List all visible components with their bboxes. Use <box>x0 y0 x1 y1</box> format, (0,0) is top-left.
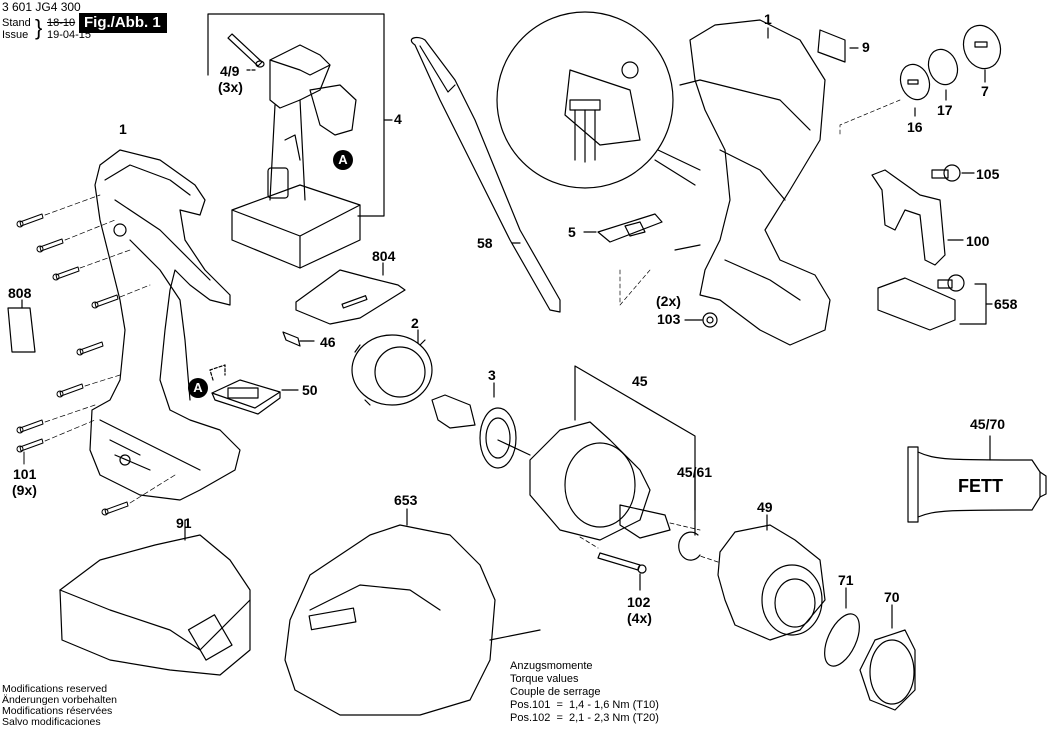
label-808 <box>7 299 36 353</box>
part-label-102-qty: (4x) <box>627 610 652 626</box>
front-housing-49 <box>699 514 826 641</box>
part-50 <box>209 364 299 415</box>
torque-pos102: Pos.102 = 2,1 - 2,3 Nm (T20) <box>510 712 659 724</box>
part-label-9: 9 <box>862 39 870 55</box>
part-label-102: 102 <box>627 594 651 610</box>
part-label-101: 101 <box>13 466 37 482</box>
disclaimer-fr: Modifications réservées <box>2 705 113 717</box>
part-label-5: 5 <box>568 224 576 240</box>
charger-653 <box>284 508 541 716</box>
part-label-17: 17 <box>937 102 953 118</box>
disclaimer-en: Modifications reserved <box>2 683 108 695</box>
grease-tube <box>907 435 1047 523</box>
nut-103 <box>619 269 718 328</box>
label-9 <box>817 29 859 63</box>
old-date-struck: 18-10 <box>47 17 76 29</box>
part-label-7: 7 <box>981 83 989 99</box>
torque-title-fr: Couple de serrage <box>510 686 601 698</box>
part-4-9-pins <box>227 33 265 71</box>
housing-right <box>674 19 831 346</box>
brace: } <box>35 15 43 40</box>
part-label-804: 804 <box>372 248 396 264</box>
part-label-45-70: 45/70 <box>970 416 1006 432</box>
battery-91 <box>59 519 251 676</box>
ring-45-61 <box>678 469 701 561</box>
part-label-46: 46 <box>320 334 336 350</box>
part-label-100: 100 <box>966 233 990 249</box>
part-label-101-qty: (9x) <box>12 482 37 498</box>
stator-2 <box>351 329 433 406</box>
callout-a-module: A <box>333 150 353 170</box>
part-label-103: 103 <box>657 311 681 327</box>
callout-a-part50: A <box>188 378 208 398</box>
part-label-3: 3 <box>488 367 496 383</box>
part-label-91: 91 <box>176 515 192 531</box>
grease-tube-label: FETT <box>958 476 1003 496</box>
figure-label: Fig./Abb. 1 <box>79 13 167 33</box>
part-label-58: 58 <box>477 235 493 251</box>
disclaimer-de: Änderungen vorbehalten <box>2 694 118 706</box>
part-label-45: 45 <box>632 373 648 389</box>
part-label-1-left: 1 <box>119 121 127 137</box>
housing-left <box>89 149 241 501</box>
part-label-1-right: 1 <box>764 11 772 27</box>
torque-title-en: Torque values <box>510 673 579 685</box>
part-label-4-9-qty: (3x) <box>218 79 243 95</box>
spring-46 <box>282 331 315 347</box>
disclaimer-es: Salvo modificaciones <box>2 716 101 728</box>
part-label-71: 71 <box>838 572 854 588</box>
issue-label: Issue <box>2 29 29 41</box>
part-label-50: 50 <box>302 382 318 398</box>
part-label-2: 2 <box>411 315 419 331</box>
part-label-45-61: 45/61 <box>677 464 713 480</box>
part-label-105: 105 <box>976 166 1000 182</box>
part-label-808: 808 <box>8 285 32 301</box>
part-label-16: 16 <box>907 119 923 135</box>
gear-housing-45 <box>529 365 701 541</box>
switch-module <box>231 44 361 269</box>
screw-102 <box>579 536 647 591</box>
part-label-103-qty: (2x) <box>656 293 681 309</box>
torque-pos101: Pos.101 = 1,4 - 1,6 Nm (T10) <box>510 699 659 711</box>
stand-label: Stand <box>2 17 31 29</box>
parts-16-17-7 <box>839 24 1002 136</box>
rotor-3 <box>431 382 531 469</box>
part-label-49: 49 <box>757 499 773 515</box>
part-label-653: 653 <box>394 492 418 508</box>
plate-804 <box>295 262 406 325</box>
part-5 <box>583 213 663 243</box>
part-label-4: 4 <box>394 111 402 127</box>
detail-magnifier <box>496 11 701 189</box>
bracket-4 <box>207 13 393 217</box>
parts-105-100-658 <box>871 164 993 331</box>
part-number: 3 601 JG4 300 <box>2 0 81 14</box>
screws-101 <box>16 194 176 516</box>
nose-cap-70 <box>859 604 916 711</box>
part-label-4-9: 4/9 <box>220 63 240 79</box>
torque-title-de: Anzugsmomente <box>510 660 593 672</box>
part-label-658: 658 <box>994 296 1018 312</box>
strap-58 <box>410 36 561 313</box>
part-label-70: 70 <box>884 589 900 605</box>
ring-71 <box>824 587 860 667</box>
